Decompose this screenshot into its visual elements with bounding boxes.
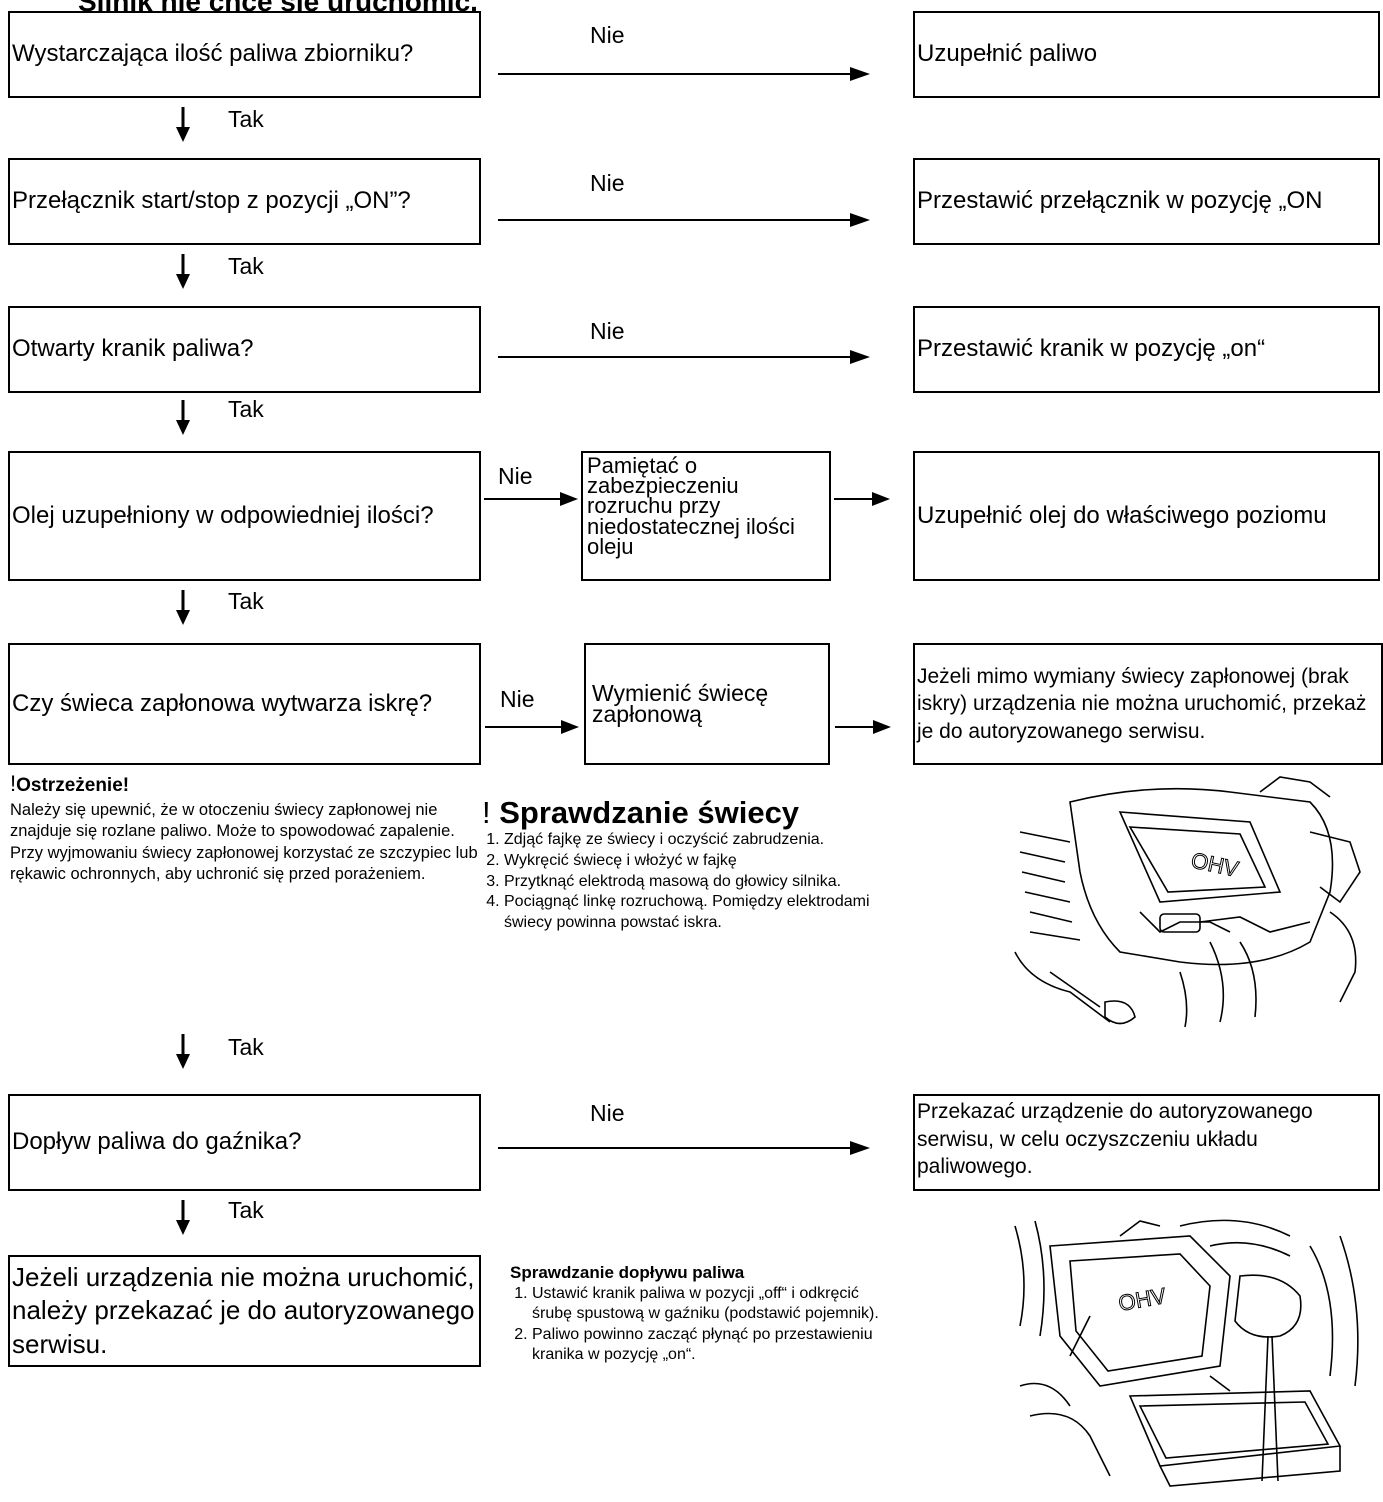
engine-label: OHV xyxy=(1117,1283,1169,1316)
warning-icon: ! xyxy=(482,795,491,830)
yes-label: Tak xyxy=(228,253,264,279)
action-text: Jeżeli mimo wymiany świecy zapłonowej (b… xyxy=(917,665,1367,743)
question-text: Wystarczająca ilość paliwa zbiorniku? xyxy=(12,40,414,68)
question-text: Czy świeca zapłonowa wytwarza iskrę? xyxy=(12,689,433,717)
question-text: Przełącznik start/stop z pozycji „ON”? xyxy=(12,187,411,215)
down-arrow xyxy=(176,1200,190,1235)
spark-plug-illustration: OHV xyxy=(1014,776,1361,1028)
middle-text: Wymienić świecę zapłonową xyxy=(592,679,769,727)
fuel-check-note: Sprawdzanie dopływu paliwa Ustawić krani… xyxy=(510,1262,900,1366)
spark-step: Zdjąć fajkę ze świecy i oczyścić zabrudz… xyxy=(504,830,912,851)
no-arrow xyxy=(498,1141,870,1155)
action-box-add-oil: Uzupełnić olej do właściwego poziomu xyxy=(913,451,1380,581)
action-box-switch-on: Przestawić przełącznik w pozycję „ON xyxy=(913,158,1380,245)
no-arrow xyxy=(498,213,870,227)
question-box-start-switch: Przełącznik start/stop z pozycji „ON”? xyxy=(8,158,481,245)
spark-check-note: ! Sprawdzanie świecy Zdjąć fajkę ze świe… xyxy=(482,795,912,934)
yes-label: Tak xyxy=(228,588,264,614)
spark-check-title: Sprawdzanie świecy xyxy=(499,795,800,830)
no-label: Nie xyxy=(590,1100,625,1126)
question-box-fuel-amount: Wystarczająca ilość paliwa zbiorniku? xyxy=(8,11,481,98)
question-box-fuel-flow: Dopływ paliwa do gaźnika? xyxy=(8,1094,481,1191)
no-arrow xyxy=(834,492,890,506)
no-label: Nie xyxy=(590,170,625,196)
down-arrow xyxy=(176,107,190,142)
no-label: Nie xyxy=(500,686,535,712)
action-box-service-fuel: Przekazać urządzenie do autoryzowanego s… xyxy=(913,1094,1380,1191)
warning-note: !Ostrzeżenie! Należy się upewnić, że w o… xyxy=(10,770,480,885)
middle-box-replace-plug: Wymienić świecę zapłonową xyxy=(584,643,830,765)
question-box-oil-level: Olej uzupełniony w odpowiedniej ilości? xyxy=(8,451,481,581)
no-label: Nie xyxy=(590,318,625,344)
middle-text: Pamiętać o zabezpieczeniu rozruchu przy … xyxy=(587,453,795,559)
question-text: Dopływ paliwa do gaźnika? xyxy=(12,1128,302,1156)
action-text: Uzupełnić paliwo xyxy=(917,40,1098,68)
fuel-drain-illustration: OHV xyxy=(1014,1219,1359,1487)
engine-label: OHV xyxy=(1189,847,1241,881)
no-arrow xyxy=(498,67,870,81)
warning-line: Należy się upewnić, że w otoczeniu świec… xyxy=(10,800,455,841)
warning-icon: ! xyxy=(10,771,17,796)
action-box-add-fuel: Uzupełnić paliwo xyxy=(913,11,1380,98)
action-text: Uzupełnić olej do właściwego poziomu xyxy=(917,501,1327,529)
yes-label: Tak xyxy=(228,106,264,132)
fuel-step: Paliwo powinno zacząć płynąć po przestaw… xyxy=(532,1325,900,1366)
action-box-valve-on: Przestawić kranik w pozycję „on“ xyxy=(913,306,1380,393)
middle-box-oil-protection: Pamiętać o zabezpieczeniu rozruchu przy … xyxy=(581,451,831,581)
final-box: Jeżeli urządzenia nie można uruchomić, n… xyxy=(8,1255,481,1367)
yes-label: Tak xyxy=(228,396,264,422)
no-arrow xyxy=(484,492,578,506)
down-arrow xyxy=(176,254,190,289)
spark-step: Pociągnąć linkę rozruchową. Pomiędzy ele… xyxy=(504,892,912,934)
action-box-service-spark: Jeżeli mimo wymiany świecy zapłonowej (b… xyxy=(913,643,1383,765)
down-arrow xyxy=(176,1034,190,1069)
spark-step: Wykręcić świecę i włożyć w fajkę xyxy=(504,851,912,872)
no-label: Nie xyxy=(498,463,533,489)
question-box-spark: Czy świeca zapłonowa wytwarza iskrę? xyxy=(8,643,481,765)
down-arrow xyxy=(176,400,190,435)
spark-step: Przytknąć elektrodą masową do głowicy si… xyxy=(504,872,912,893)
no-arrow xyxy=(835,720,891,734)
yes-label: Tak xyxy=(228,1197,264,1223)
question-text: Otwarty kranik paliwa? xyxy=(12,335,254,363)
yes-label: Tak xyxy=(228,1034,264,1060)
action-text: Przestawić przełącznik w pozycję „ON xyxy=(917,187,1323,215)
down-arrow xyxy=(176,590,190,625)
action-text: Przestawić kranik w pozycję „on“ xyxy=(917,335,1266,363)
warning-line: Przy wyjmowaniu świecy zapłonowej korzys… xyxy=(10,843,478,883)
no-label: Nie xyxy=(590,22,625,48)
fuel-check-title: Sprawdzanie dopływu paliwa xyxy=(510,1263,745,1282)
no-arrow xyxy=(485,720,579,734)
question-box-fuel-valve: Otwarty kranik paliwa? xyxy=(8,306,481,393)
question-text: Olej uzupełniony w odpowiedniej ilości? xyxy=(12,501,434,529)
no-arrow xyxy=(498,350,870,364)
action-text: Przekazać urządzenie do autoryzowanego s… xyxy=(917,1100,1313,1179)
fuel-step: Ustawić kranik paliwa w pozycji „off“ i … xyxy=(532,1284,900,1325)
warning-title: Ostrzeżenie! xyxy=(16,775,130,796)
final-text: Jeżeli urządzenia nie można uruchomić, n… xyxy=(12,1262,475,1359)
